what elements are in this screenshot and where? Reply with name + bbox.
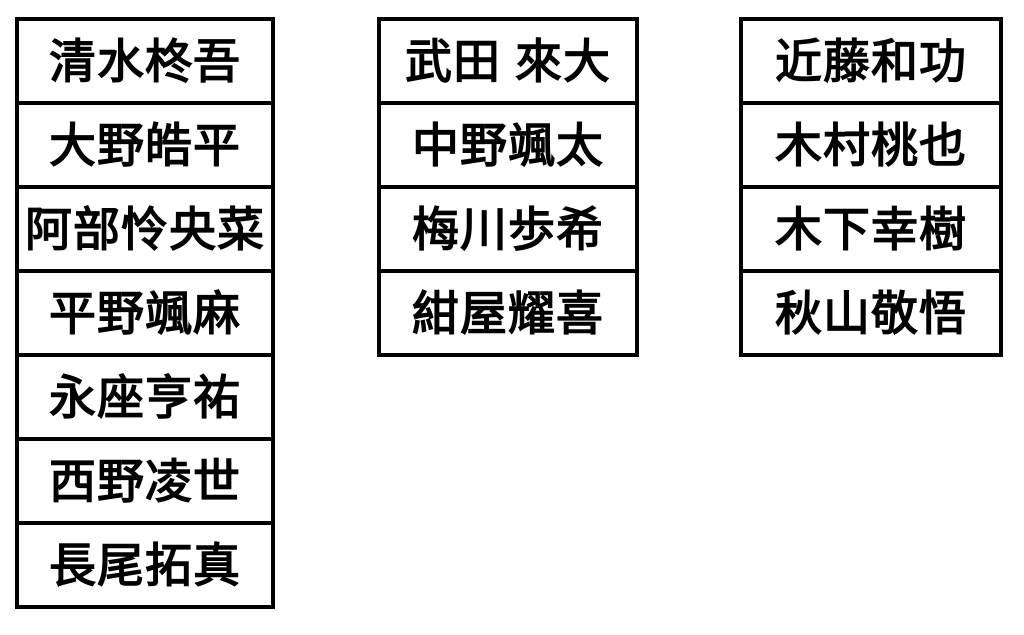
name-cell: 武田 來大 (377, 17, 639, 105)
name-cell: 清水柊吾 (15, 17, 275, 105)
name-cell: 阿部怜央菜 (15, 185, 275, 273)
name-cell: 中野颯太 (377, 101, 639, 189)
name-cell: 近藤和功 (739, 17, 1003, 105)
name-column-1: 清水柊吾 大野皓平 阿部怜央菜 平野颯麻 永座亨祐 西野凌世 長尾拓真 (15, 17, 275, 609)
name-cell: 長尾拓真 (15, 521, 275, 609)
name-cell: 永座亨祐 (15, 353, 275, 441)
name-cell: 木村桃也 (739, 101, 1003, 189)
name-cell: 紺屋耀喜 (377, 269, 639, 357)
name-cell: 平野颯麻 (15, 269, 275, 357)
name-cell: 秋山敬悟 (739, 269, 1003, 357)
name-column-2: 武田 來大 中野颯太 梅川歩希 紺屋耀喜 (377, 17, 639, 357)
name-cell: 西野凌世 (15, 437, 275, 525)
name-cell: 梅川歩希 (377, 185, 639, 273)
name-cell: 大野皓平 (15, 101, 275, 189)
name-cell: 木下幸樹 (739, 185, 1003, 273)
name-column-3: 近藤和功 木村桃也 木下幸樹 秋山敬悟 (739, 17, 1003, 357)
